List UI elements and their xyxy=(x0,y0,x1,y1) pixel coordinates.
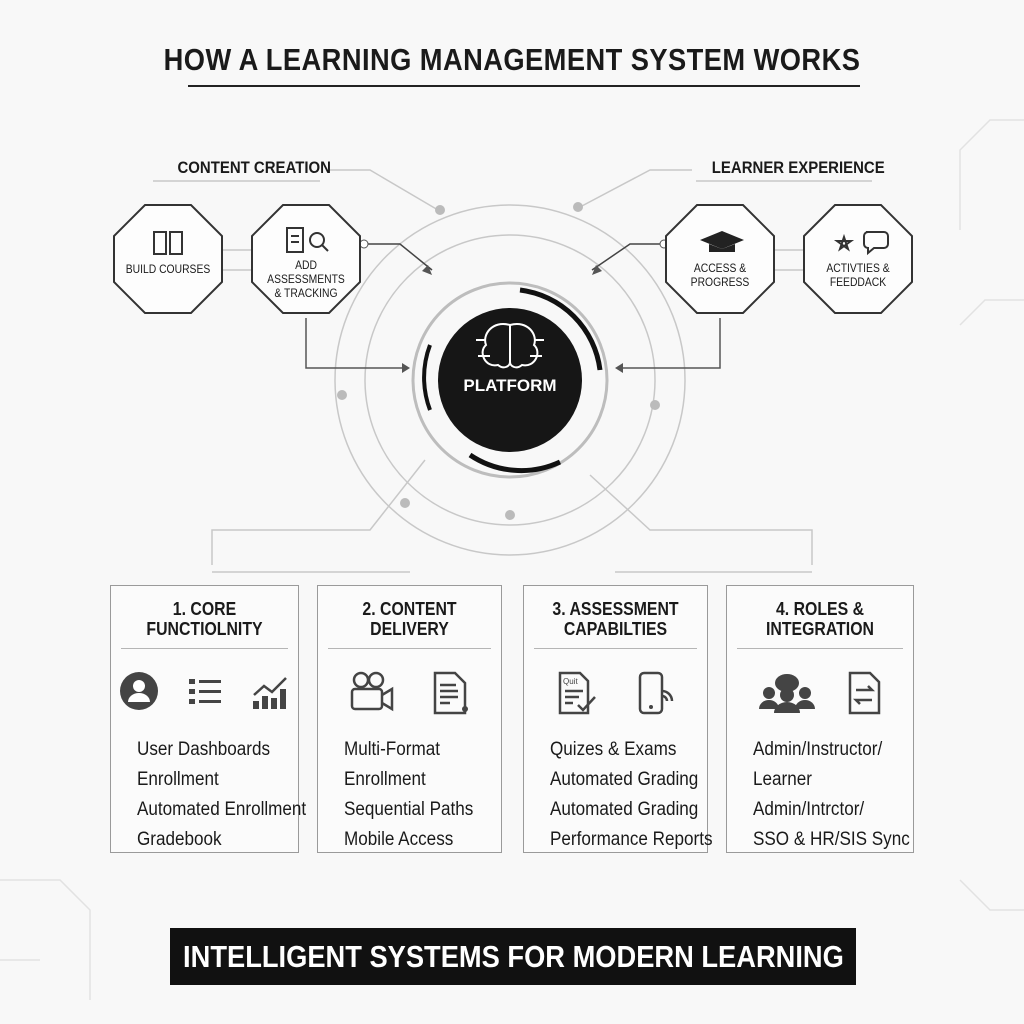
footer-banner: INTELLIGENT SYSTEMS FOR MODERN LEARNING xyxy=(170,928,856,985)
card-title: 2. CONTENT DELIVERY xyxy=(362,599,457,639)
file-sync-icon xyxy=(848,671,881,715)
node-label: ACTIVTIES &FEEDDACK xyxy=(826,263,890,289)
card-roles-integration: 4. ROLES & INTEGRATION Admin/Instructor/… xyxy=(726,585,914,853)
node-build-courses xyxy=(113,204,223,314)
document-edit-icon xyxy=(433,671,468,715)
page-title: HOW A LEARNING MANAGEMENT SYSTEM WORKS xyxy=(163,42,861,77)
quiz-icon: Quit xyxy=(558,671,596,715)
feature-item: Sequential Paths xyxy=(344,799,474,820)
brain-circuit-icon xyxy=(476,323,544,369)
feature-item: Multi-Format xyxy=(344,739,440,760)
feature-item: Automated Enrollment xyxy=(137,799,307,820)
clipboard-icon xyxy=(286,227,304,253)
list-icon xyxy=(188,679,221,704)
feature-item: Quizes & Exams xyxy=(550,739,677,760)
feature-item: Gradebook xyxy=(137,829,222,850)
node-label: ACCESS &PROGRESS xyxy=(690,263,750,289)
card-title: 4. ROLES & INTEGRATION xyxy=(766,599,874,639)
node-activities-feedback xyxy=(803,204,913,314)
chart-icon xyxy=(252,677,287,709)
card-title: 3. ASSESSMENT CAPABILTIES xyxy=(552,599,679,639)
feature-item: Enrollment xyxy=(344,769,426,790)
feature-item: Automated Grading xyxy=(550,769,699,790)
feature-item: Mobile Access xyxy=(344,829,454,850)
feature-item: Admin/Intrctor/ xyxy=(753,799,865,820)
banner-text: INTELLIGENT SYSTEMS FOR MODERN LEARNING xyxy=(182,938,844,974)
video-camera-icon xyxy=(350,671,393,712)
svg-text:Quit: Quit xyxy=(563,677,578,686)
feature-item: Learner xyxy=(753,769,812,790)
book-icon xyxy=(153,231,183,255)
search-icon xyxy=(309,232,325,248)
platform-label: PLATFORM xyxy=(463,376,557,395)
mobile-wifi-icon xyxy=(638,671,673,715)
group-content-creation: CONTENT CREATION xyxy=(177,158,331,177)
node-label: BUILD COURSES xyxy=(125,264,211,276)
star-icon xyxy=(833,233,855,252)
feature-item: Performance Reports xyxy=(550,829,713,850)
card-assessment-capabilities: 3. ASSESSMENT CAPABILTIES Quit Quizes & … xyxy=(523,585,713,853)
node-access-progress xyxy=(665,204,775,314)
node-add-assessments xyxy=(251,204,361,314)
feature-item: Admin/Instructor/ xyxy=(753,739,883,760)
chat-icon xyxy=(863,231,889,256)
platform-disc xyxy=(438,308,582,452)
group-learner-experience: LEARNER EXPERIENCE xyxy=(711,158,885,177)
users-group-icon xyxy=(759,674,815,713)
feature-item: Enrollment xyxy=(137,769,219,790)
card-title: 1. CORE FUNCTIOLNITY xyxy=(146,599,263,639)
user-icon xyxy=(119,672,158,710)
feature-item: User Dashboards xyxy=(137,739,271,760)
feature-item: SSO & HR/SIS Sync xyxy=(753,829,910,850)
graduation-cap-icon xyxy=(700,231,744,252)
feature-item: Automated Grading xyxy=(550,799,699,820)
node-label: ADD ASSESSMENTS& TRACKING xyxy=(267,260,345,300)
